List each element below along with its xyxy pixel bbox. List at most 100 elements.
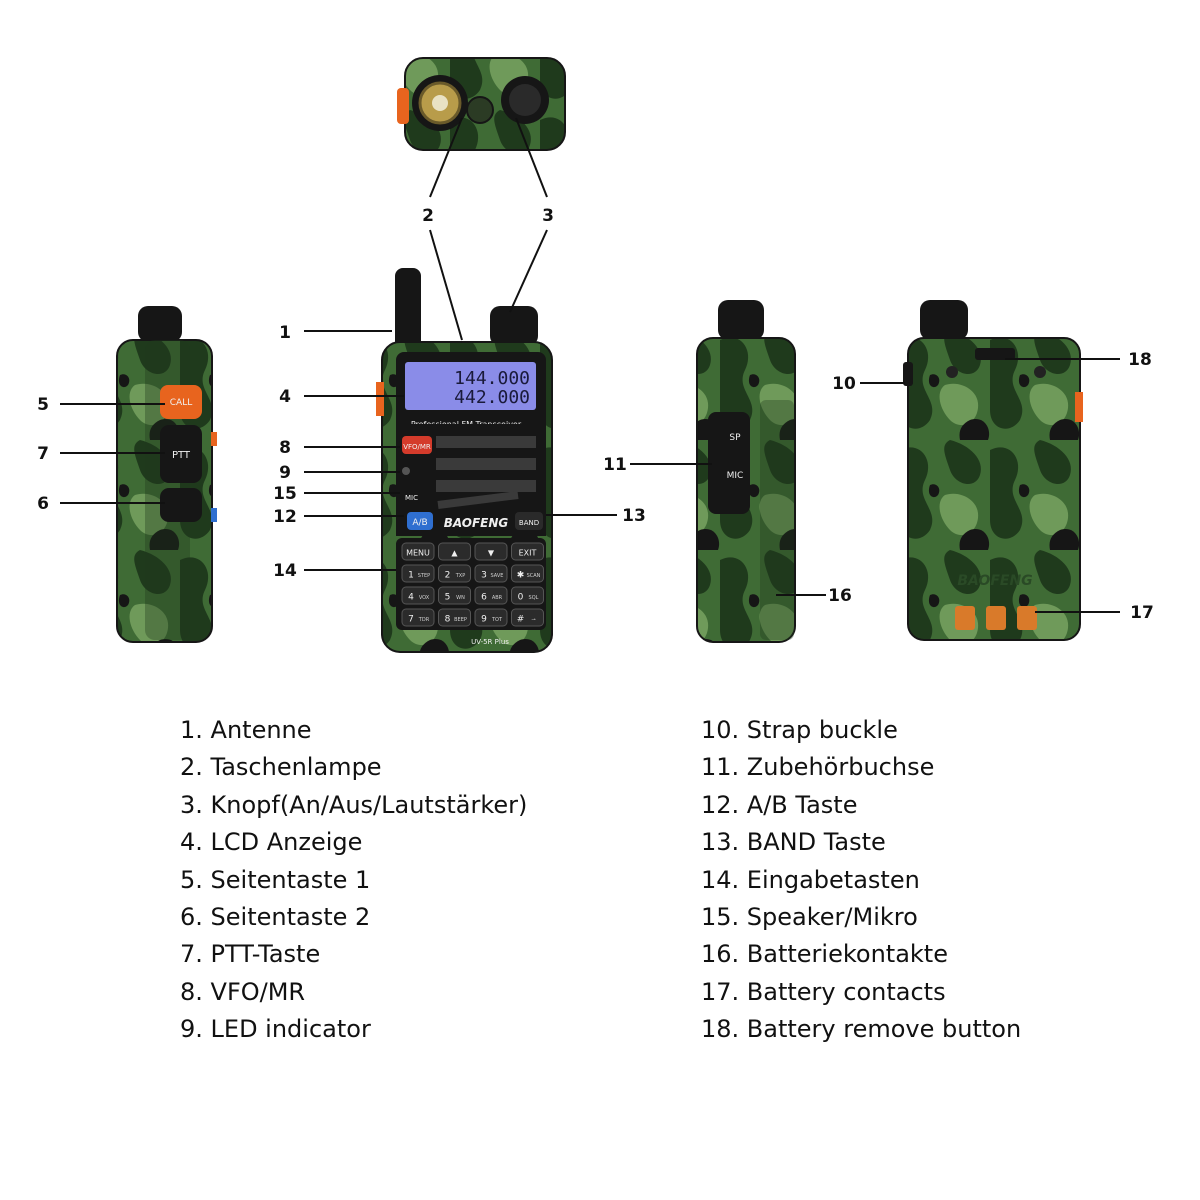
- accessory-port-cover[interactable]: [708, 412, 750, 514]
- keypad-key-sublabel: TOT: [491, 617, 503, 623]
- keypad-key-label: 5: [445, 593, 451, 603]
- keypad-key[interactable]: [438, 608, 471, 627]
- callout-2: 2: [422, 206, 434, 226]
- keypad-key-sublabel: SAVE: [491, 573, 504, 579]
- legend-item: 11. Zubehörbuchse: [701, 753, 935, 782]
- keypad-key[interactable]: [511, 608, 544, 627]
- back-brand-label: BAOFENG: [957, 573, 1032, 589]
- top-view: [397, 57, 566, 198]
- keypad: [396, 538, 546, 630]
- keypad-key-sublabel: SQL: [529, 595, 539, 601]
- keypad-key-sublabel: WN: [456, 595, 465, 601]
- legend-item: 2. Taschenlampe: [180, 753, 382, 782]
- legend-item: 17. Battery contacts: [701, 977, 946, 1006]
- keypad-key[interactable]: [474, 608, 508, 627]
- keypad-key-sublabel: VOX: [419, 595, 430, 601]
- keypad-key[interactable]: [474, 564, 508, 583]
- radio-diagram: CALL PTT 144.000 442.000 Professional FM…: [37, 57, 1154, 653]
- callout-16: 16: [828, 586, 852, 606]
- callout-6: 6: [37, 494, 49, 514]
- ab-button[interactable]: [407, 512, 433, 530]
- callout-8: 8: [279, 438, 291, 458]
- keypad-key[interactable]: [474, 586, 508, 605]
- port-sp-label: SP: [729, 433, 741, 443]
- legend-item: 18. Battery remove button: [701, 1015, 1022, 1044]
- antenna: [395, 268, 421, 350]
- keypad-key-sublabel: ABR: [492, 595, 503, 601]
- callout-5: 5: [37, 395, 49, 415]
- lcd-frequency-b: 442.000: [454, 387, 530, 408]
- keypad-key-label: ▼: [488, 549, 495, 558]
- callout-9: 9: [279, 463, 291, 483]
- callout-18: 18: [1128, 350, 1152, 370]
- keypad-key[interactable]: [401, 542, 435, 561]
- callout-4: 4: [279, 387, 291, 407]
- callout-15: 15: [273, 484, 297, 504]
- keypad-key-label: MENU: [406, 549, 430, 558]
- callout-11: 11: [603, 455, 627, 475]
- legend-item: 8. VFO/MR: [180, 977, 306, 1006]
- keypad-key-label: 3: [481, 571, 487, 581]
- keypad-key-sublabel: BEEP: [454, 617, 467, 623]
- keypad-key[interactable]: [401, 564, 435, 583]
- keypad-key-label: ✱: [517, 571, 525, 581]
- legend-item: 6. Seitentaste 2: [180, 902, 371, 931]
- callout-1: 1: [279, 323, 291, 343]
- keypad-key[interactable]: [511, 564, 544, 583]
- keypad-key-label: 8: [445, 615, 451, 625]
- right-side-view: SP MIC: [630, 300, 826, 643]
- battery-release-button[interactable]: [975, 348, 1015, 360]
- ptt-label: PTT: [172, 450, 191, 461]
- callout-14: 14: [273, 561, 297, 581]
- keypad-key-label: 2: [445, 571, 451, 581]
- side-button-2[interactable]: [160, 488, 202, 522]
- front-view: 144.000 442.000 Professional FM Transcei…: [304, 229, 617, 653]
- keypad-key[interactable]: [401, 608, 435, 627]
- keypad-key-label: ▲: [451, 549, 458, 558]
- mic-label: MIC: [405, 494, 418, 502]
- keypad-key-label: 6: [481, 593, 487, 603]
- keypad-key-label: 0: [518, 593, 524, 603]
- legend-item: 12. A/B Taste: [701, 790, 858, 819]
- port-mic-label: MIC: [727, 471, 744, 481]
- volume-knob[interactable]: [490, 306, 538, 346]
- strap-buckle: [903, 362, 913, 386]
- legend-right: 10. Strap buckle 11. Zubehörbuchse 12. A…: [701, 712, 1021, 1049]
- callout-13: 13: [622, 506, 646, 526]
- legend-item: 9. LED indicator: [180, 1015, 371, 1044]
- keypad-key-sublabel: TXP: [455, 573, 466, 579]
- vfo-mr-button[interactable]: [402, 436, 432, 454]
- keypad-key-label: 9: [481, 615, 487, 625]
- legend-item: 15. Speaker/Mikro: [701, 902, 918, 931]
- battery-contact: [955, 606, 975, 630]
- vfo-mr-label: VFO/MR: [403, 443, 431, 451]
- keypad-key[interactable]: [438, 586, 471, 605]
- keypad-key-sublabel: TDR: [418, 617, 430, 623]
- left-side-view: CALL PTT: [60, 306, 217, 643]
- keypad-key[interactable]: [438, 564, 471, 583]
- back-view: BAOFENG: [860, 300, 1120, 641]
- keypad-key-label: #: [517, 615, 525, 625]
- callout-12: 12: [273, 507, 297, 527]
- keypad-key[interactable]: [401, 586, 435, 605]
- legend-left: 1. Antenne 2. Taschenlampe 3. Knopf(An/A…: [180, 712, 527, 1049]
- legend-item: 1. Antenne: [180, 716, 312, 744]
- legend-item: 7. PTT-Taste: [180, 940, 321, 969]
- lcd-frequency-a: 144.000: [454, 368, 530, 389]
- keypad-key[interactable]: [438, 542, 471, 561]
- keypad-key-label: 7: [408, 615, 414, 625]
- ab-label: A/B: [412, 518, 427, 528]
- side-ptt-button[interactable]: [160, 425, 202, 483]
- keypad-key[interactable]: [511, 542, 544, 561]
- legend-item: 3. Knopf(An/Aus/Lautstärker): [180, 790, 528, 819]
- side-call-button[interactable]: [160, 385, 202, 419]
- keypad-key[interactable]: [511, 586, 544, 605]
- keypad-key-sublabel: ⊸: [531, 617, 535, 623]
- band-button[interactable]: [515, 512, 543, 530]
- flashlight-lens-icon: [466, 96, 494, 124]
- battery-contact: [1017, 606, 1037, 630]
- callout-3: 3: [542, 206, 554, 226]
- keypad-key[interactable]: [474, 542, 508, 561]
- brand-label: BAOFENG: [444, 516, 509, 530]
